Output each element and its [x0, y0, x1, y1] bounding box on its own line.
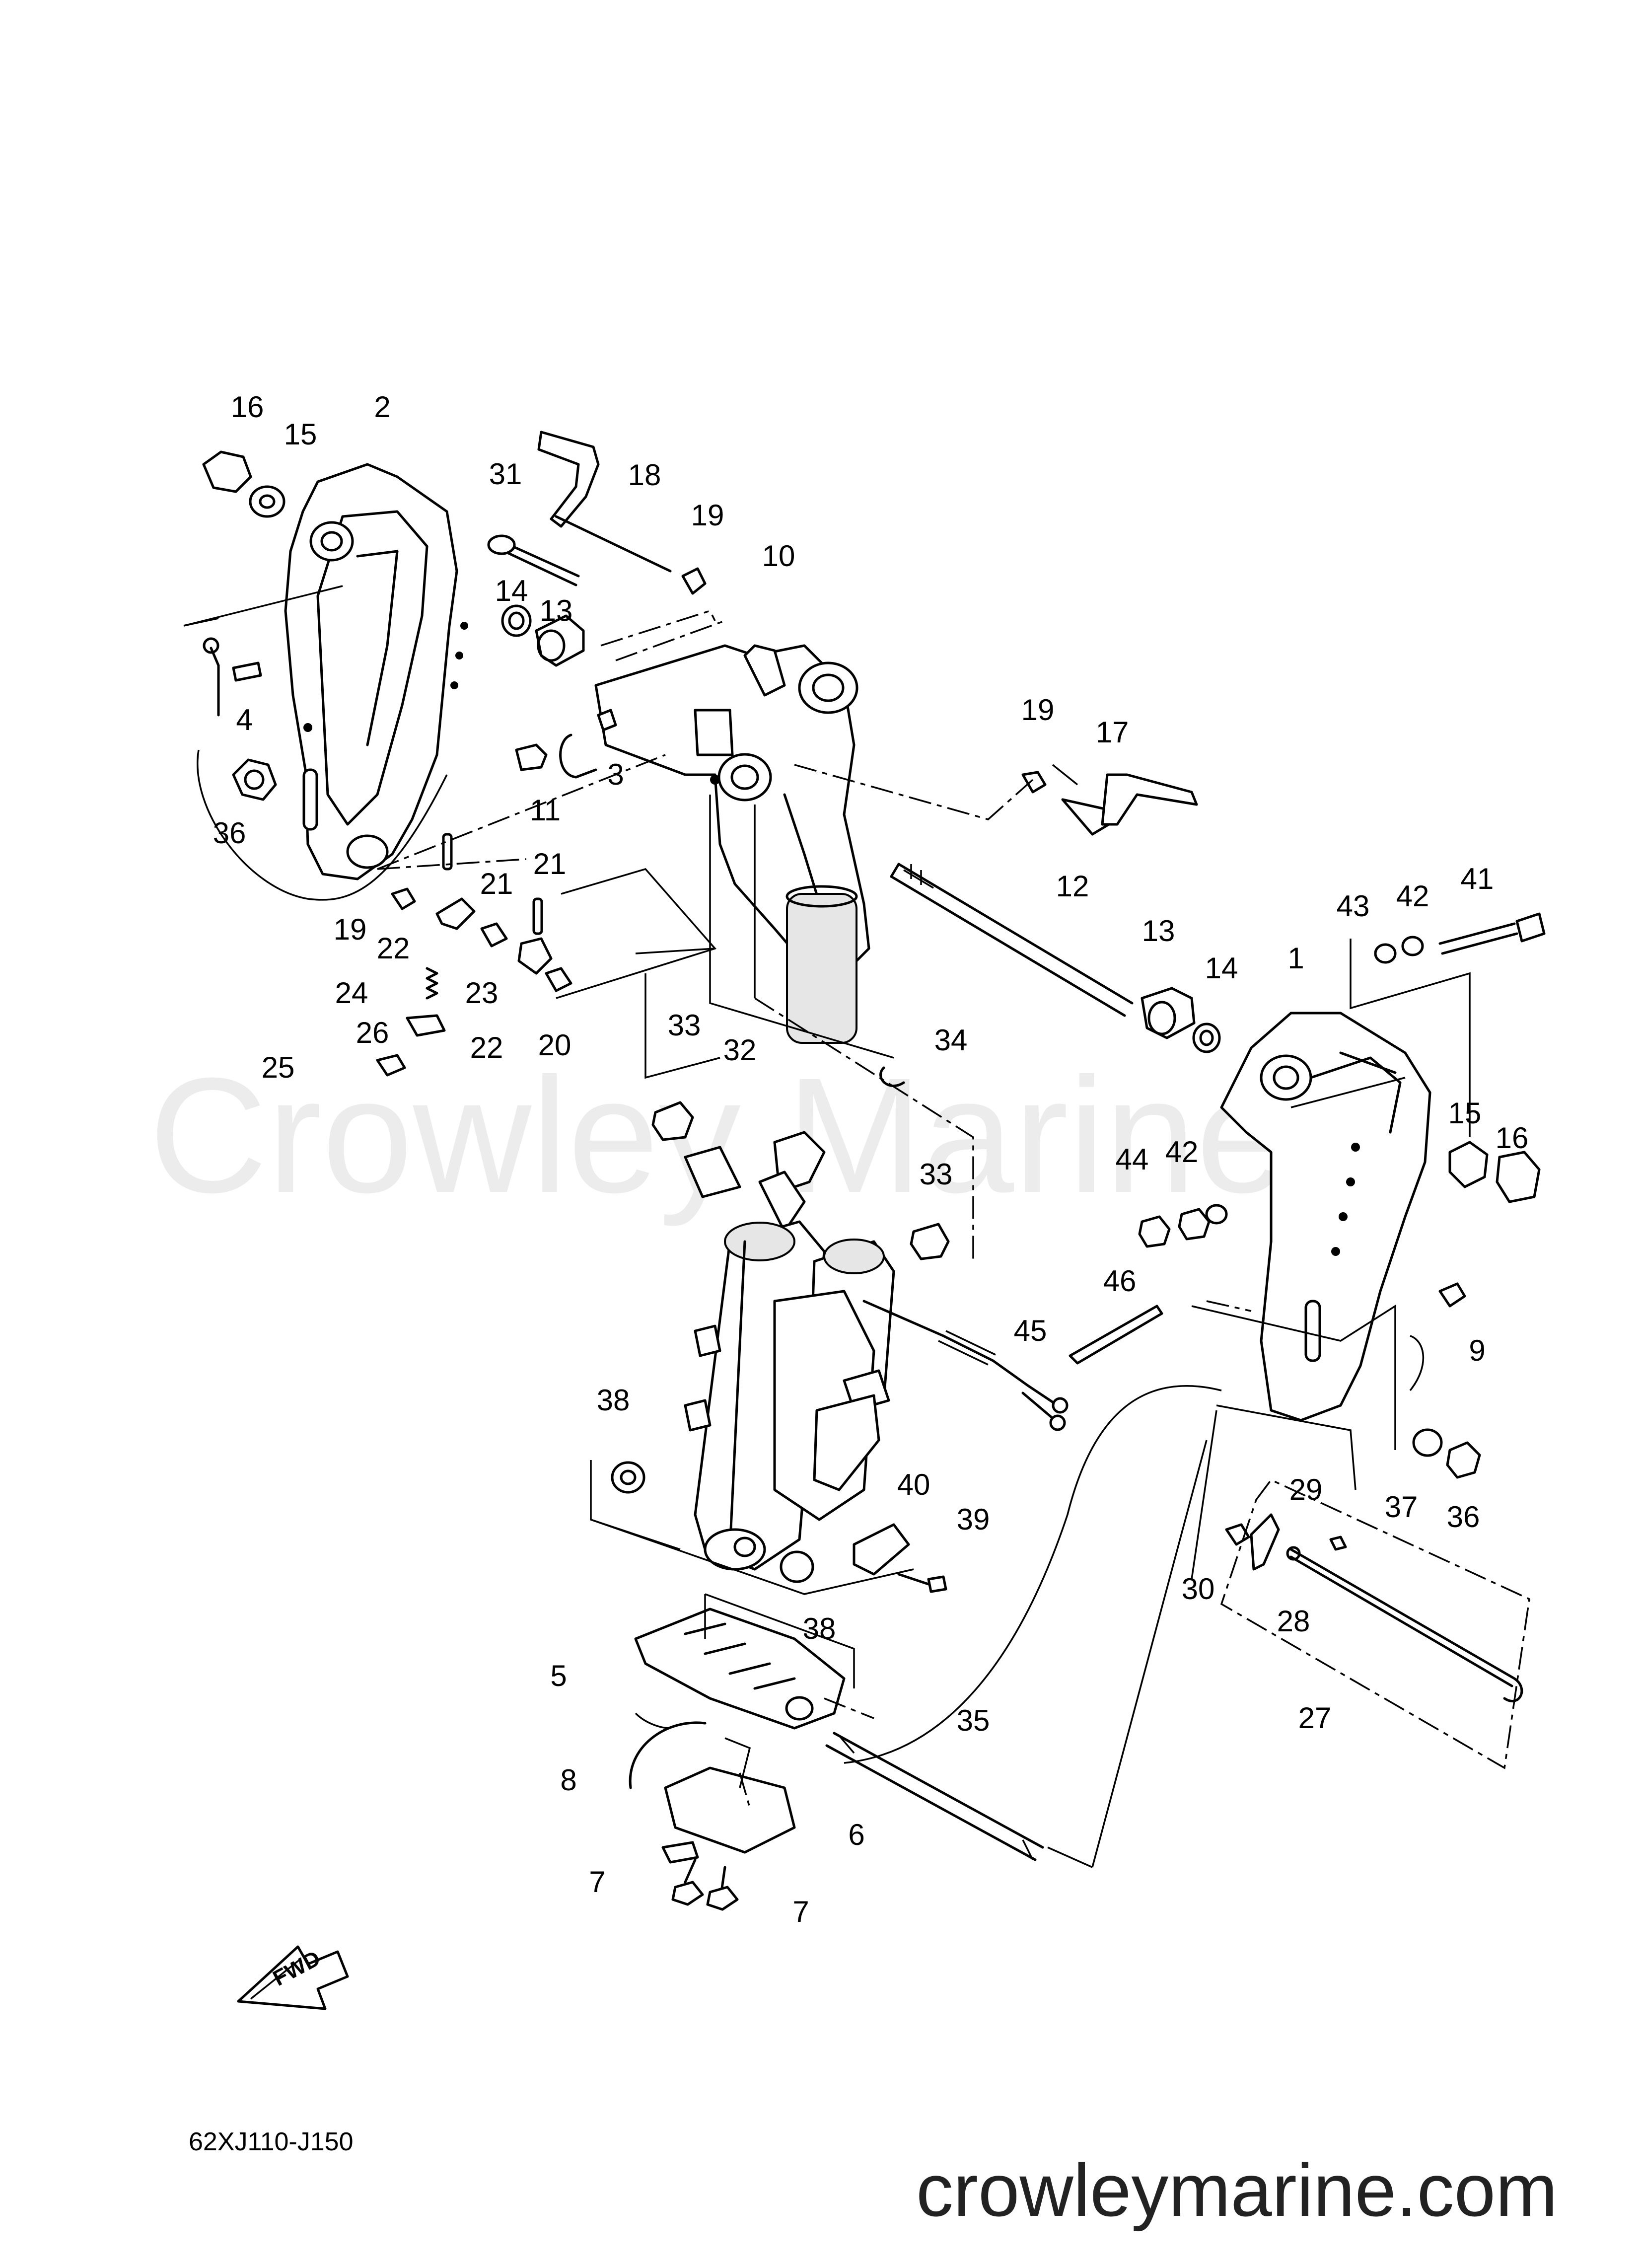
- through-bolt: [825, 1732, 1044, 1861]
- callout-15: 15: [284, 418, 317, 451]
- tilt-tube: [890, 863, 1134, 1017]
- grease-nipple-clip: [515, 709, 617, 779]
- callout-27: 27: [1298, 1701, 1332, 1735]
- callout-16: 16: [1496, 1121, 1529, 1155]
- bushing-washer-right: [1141, 987, 1221, 1053]
- callout-20: 20: [538, 1028, 571, 1062]
- callout-25: 25: [262, 1051, 295, 1084]
- callout-38: 38: [803, 1612, 836, 1645]
- callout-26: 26: [356, 1016, 389, 1049]
- callout-16: 16: [231, 390, 264, 424]
- watermark: Crowley Marine: [149, 1043, 1287, 1228]
- callout-17: 17: [1096, 716, 1129, 749]
- ground-bolt: [203, 637, 262, 717]
- nuts-washer-middle-right: [1138, 1204, 1228, 1248]
- bolt-washers-top-right: [1374, 912, 1546, 964]
- callout-1: 1: [1287, 942, 1304, 975]
- callout-44: 44: [1116, 1143, 1149, 1176]
- callout-42: 42: [1396, 879, 1429, 913]
- callout-4: 4: [236, 703, 252, 736]
- callout-19: 19: [691, 499, 724, 532]
- callout-38: 38: [597, 1384, 630, 1417]
- lower-mount-hardware: [611, 1461, 947, 1593]
- tilt-cylinder-bushings: [651, 1066, 950, 1260]
- callout-11: 11: [530, 794, 561, 827]
- callout-21: 21: [480, 867, 513, 900]
- callout-33: 33: [920, 1158, 953, 1191]
- callout-13: 13: [1142, 914, 1175, 948]
- callout-14: 14: [1205, 951, 1238, 985]
- callout-2: 2: [374, 390, 390, 424]
- nut-washer-lower-right: [1412, 1428, 1481, 1479]
- website-label: crowleymarine.com: [916, 2148, 1558, 2232]
- nut-left: [232, 758, 277, 801]
- nut-washer-top-left: [202, 450, 286, 518]
- callout-29: 29: [1289, 1473, 1323, 1506]
- callout-6: 6: [848, 1818, 864, 1851]
- bolt-right: [1438, 1282, 1466, 1308]
- callout-21: 21: [533, 847, 567, 880]
- forward-direction-arrow: FWD: [237, 1945, 349, 2010]
- callout-18: 18: [628, 458, 661, 492]
- callout-37: 37: [1385, 1490, 1418, 1524]
- callout-43: 43: [1337, 889, 1370, 923]
- callout-34: 34: [934, 1024, 968, 1057]
- callout-36: 36: [213, 816, 246, 850]
- callout-45: 45: [1014, 1314, 1047, 1347]
- callout-39: 39: [957, 1503, 990, 1536]
- callout-40: 40: [897, 1468, 930, 1501]
- callout-24: 24: [335, 976, 368, 1010]
- callout-42: 42: [1165, 1135, 1199, 1169]
- group-outlines: [183, 585, 1530, 1868]
- clamp-bracket-right: [1220, 1012, 1431, 1422]
- power-tilt-unit: [684, 1131, 945, 1571]
- callout-10: 10: [762, 539, 795, 573]
- callout-19: 19: [1021, 693, 1055, 727]
- callout-12: 12: [1056, 870, 1089, 903]
- callout-19: 19: [334, 913, 367, 946]
- anode-assembly: [629, 1721, 796, 1903]
- callout-3: 3: [607, 758, 624, 791]
- callout-22: 22: [377, 932, 410, 965]
- callout-41: 41: [1461, 862, 1494, 895]
- callout-28: 28: [1277, 1605, 1310, 1638]
- small-hardware-cluster: [376, 833, 572, 1077]
- callout-9: 9: [1469, 1334, 1485, 1367]
- callout-35: 35: [957, 1704, 990, 1737]
- diagram-code: 62XJ110-J150: [189, 2127, 354, 2156]
- callout-15: 15: [1448, 1097, 1482, 1130]
- anode-bolts: [671, 1881, 739, 1911]
- callout-23: 23: [465, 976, 499, 1010]
- callout-13: 13: [540, 594, 573, 627]
- tilt-lock-rod-assembly: [1225, 1513, 1523, 1702]
- callout-22: 22: [470, 1031, 503, 1064]
- tilt-lock-lever-right: [1021, 771, 1198, 836]
- callout-5: 5: [550, 1659, 567, 1692]
- callout-7: 7: [792, 1895, 809, 1928]
- nut-washer-right: [1448, 1141, 1541, 1203]
- callout-7: 7: [589, 1865, 605, 1899]
- wire-harness: [938, 1305, 1163, 1431]
- callout-31: 31: [489, 457, 522, 491]
- bushing-washer-upper: [501, 604, 585, 667]
- callout-32: 32: [723, 1033, 757, 1067]
- callout-36: 36: [1447, 1500, 1480, 1534]
- callout-33: 33: [668, 1009, 701, 1042]
- callout-46: 46: [1103, 1264, 1137, 1298]
- callout-14: 14: [495, 574, 528, 607]
- clamp-bracket-left: [284, 463, 468, 880]
- swivel-bracket: [594, 644, 870, 1044]
- callout-8: 8: [560, 1763, 576, 1797]
- callout-30: 30: [1182, 1572, 1215, 1606]
- tilt-lock-lever-upper: [487, 431, 707, 595]
